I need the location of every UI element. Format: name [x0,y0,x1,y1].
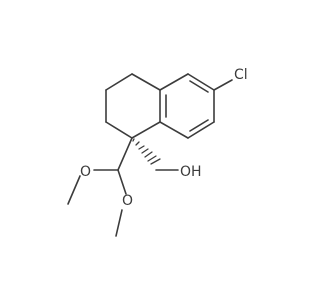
molecule-drawing: Cl OH O O [67,67,248,237]
methoxy-oxygen-1: O [80,164,91,180]
structure-canvas: Cl OH O O [67,67,248,237]
bond-c5-c6 [187,73,215,91]
bond-c4a-c5 [159,73,189,91]
bond-c4-c3 [105,73,133,91]
saturated-ring [105,73,161,139]
bond-c4a-c4 [131,73,161,91]
bond-o2-ch3 [115,209,123,237]
chlorine-label: Cl [234,67,248,83]
double-bond-c5-c6 [189,80,209,93]
hydroxyl-label: OH [180,164,202,180]
bond-c6-cl [213,79,233,91]
double-bond-c7-c8 [189,119,209,132]
bond-acetal-o2 [117,169,127,195]
bond-o1-ch3 [67,175,81,205]
bond-c8-c8a [159,121,189,139]
methoxy-oxygen-2: O [122,193,133,209]
hashed-wedge-bond [132,138,161,165]
aromatic-ring [159,73,215,139]
bond-c1-acetal [117,137,133,171]
bond-c2-c1 [105,121,133,139]
bond-c7-c8 [187,121,215,139]
bond-c1-c8a [131,121,161,139]
